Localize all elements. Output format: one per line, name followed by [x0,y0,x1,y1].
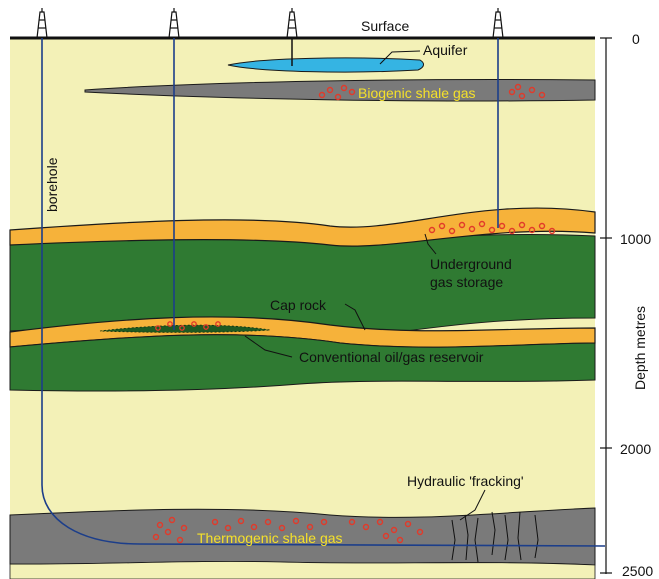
label-biogenic-shale-gas: Biogenic shale gas [358,85,476,101]
gas-bubbles-storage [428,220,556,235]
fracture-lines [451,511,539,563]
depth-tick-2000: 2000 [620,441,651,457]
derrick-icon [492,8,504,39]
leader-lines [244,50,486,521]
label-fracking: Hydraulic 'fracking' [407,473,524,489]
aquifer-layer [227,57,424,73]
label-conventional-reservoir: Conventional oil/gas reservoir [299,349,484,365]
depth-axis-title: Depth metres [632,306,648,390]
gas-bubbles-thermogenic [152,516,424,544]
derrick-icon [286,8,298,39]
green-formation-lower [9,334,596,392]
label-cap-rock: Cap rock [270,297,327,313]
boreholes [41,38,606,547]
depth-tick-1000: 1000 [620,231,651,247]
depth-axis [600,37,612,574]
label-gas-storage: gas storage [430,274,503,290]
depth-tick-2500: 2500 [622,563,653,579]
derrick-icons [36,8,504,39]
label-surface: Surface [361,18,409,34]
conventional-reservoir-zone [99,324,271,333]
borehole-horizontal [41,38,606,547]
label-aquifer: Aquifer [423,42,468,58]
derrick-icon [168,8,180,39]
label-thermogenic-shale-gas: Thermogenic shale gas [197,530,343,546]
derrick-icon [36,8,48,39]
upper-sandstone-layer [9,207,596,247]
label-borehole: borehole [44,157,60,212]
bottom-strata [9,561,596,579]
depth-tick-0: 0 [632,31,640,47]
gas-bubbles-biogenic [318,83,546,101]
biogenic-shale-layer [84,78,596,102]
gas-bubbles-conventional [155,321,221,331]
label-underground: Underground [430,256,512,272]
